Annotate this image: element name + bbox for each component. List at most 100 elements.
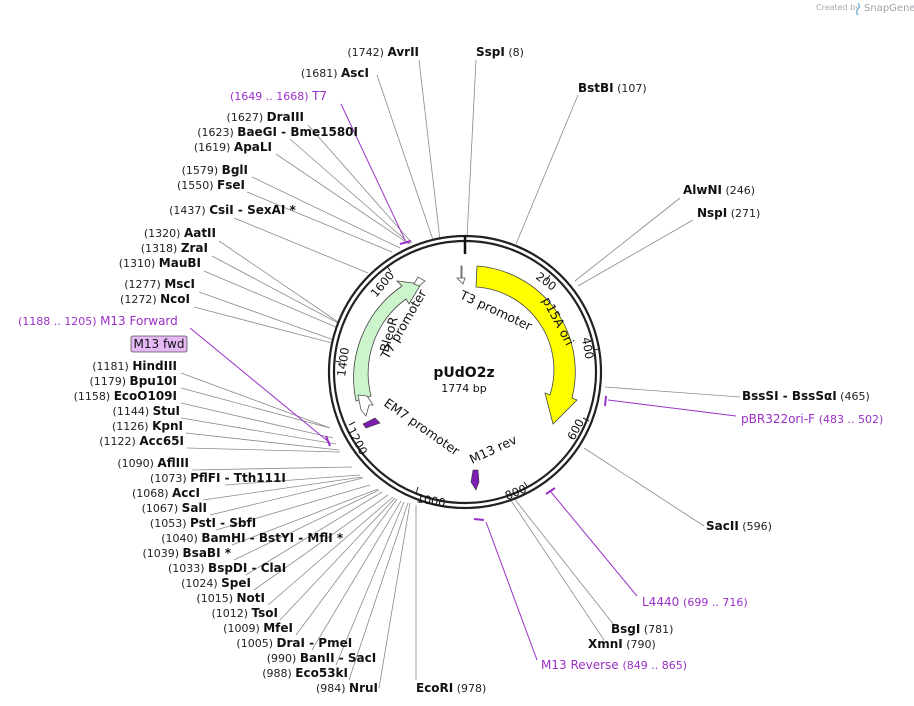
enzyme-site-baegi[interactable]: (1623) BaeGI - Bme1580I: [197, 125, 358, 139]
enzyme-site-stui[interactable]: (1144) StuI: [113, 404, 180, 418]
enzyme-site-nspi[interactable]: NspI (271): [697, 206, 760, 220]
enzyme-site-asci[interactable]: (1681) AscI: [301, 66, 369, 80]
plasmid-center-label: pUdO2z 1774 bp: [433, 365, 494, 395]
enzyme-label: (1126) KpnI: [112, 419, 183, 433]
snapgene-credit: Created by SnapGene: [816, 2, 914, 16]
enzyme-site-draiii[interactable]: (1627) DraIII: [227, 110, 304, 124]
enzyme-site-bsgi[interactable]: BsgI (781): [611, 622, 673, 636]
enzyme-site-apali[interactable]: (1619) ApaLI: [194, 140, 272, 154]
tick-label-1400: 1400: [334, 346, 352, 377]
enzyme-site-psti[interactable]: (1053) PstI - SbfI: [150, 516, 256, 530]
primer-label-m13-forward[interactable]: (1188 .. 1205) M13 Forward: [18, 314, 178, 328]
enzyme-position: (1040): [161, 532, 201, 545]
enzyme-site-afliii[interactable]: (1090) AflIII: [117, 456, 189, 470]
enzyme-name: BstBI: [578, 81, 614, 95]
enzyme-site-bpu10i[interactable]: (1179) Bpu10I: [89, 374, 177, 388]
enzyme-position: (1033): [168, 562, 208, 575]
enzyme-position: (1067): [142, 502, 182, 515]
enzyme-site-sspi[interactable]: SspI (8): [476, 45, 524, 59]
enzyme-site-hindiii[interactable]: (1181) HindIII: [92, 359, 177, 373]
enzyme-site-mfei[interactable]: (1009) MfeI: [223, 621, 293, 635]
enzyme-position: (107): [614, 82, 647, 95]
feature-arrow-m13-fwd[interactable]: [362, 417, 381, 429]
enzyme-site-maubi[interactable]: (1310) MauBI: [119, 256, 201, 270]
enzyme-name: BssSI: [742, 389, 779, 403]
enzyme-site-bspdi[interactable]: (1033) BspDI - ClaI: [168, 561, 286, 575]
enzyme-site-nrui[interactable]: (984) NruI: [316, 681, 378, 695]
feature-arrow-em7-promoter[interactable]: [357, 394, 374, 417]
enzyme-name: DraIII: [267, 110, 304, 124]
enzyme-site-acci[interactable]: (1068) AccI: [132, 486, 200, 500]
feature-label-m13-rev: M13 rev: [467, 431, 520, 466]
primer-mark-pbr322ori-f: [604, 395, 607, 407]
enzyme-label: (1579) BglI: [182, 163, 248, 177]
primer-label-pbr322ori-f[interactable]: pBR322ori-F (483 .. 502): [741, 412, 883, 426]
enzyme-site-aatii[interactable]: (1320) AatII: [144, 226, 216, 240]
enzyme-label: (1623) BaeGI - Bme1580I: [197, 125, 358, 139]
enzyme-label: (1067) SalI: [142, 501, 207, 515]
enzyme-site-ecori[interactable]: EcoRI (978): [416, 681, 486, 695]
feature-arrow-m13-rev[interactable]: [470, 469, 480, 491]
enzyme-site-sacii[interactable]: SacII (596): [706, 519, 772, 533]
enzyme-label: (1181) HindIII: [92, 359, 177, 373]
enzyme-site-tsoi[interactable]: (1012) TsoI: [211, 606, 278, 620]
enzyme-site-noti[interactable]: (1015) NotI: [196, 591, 265, 605]
enzyme-name: NcoI: [160, 292, 190, 306]
enzyme-site-bamhi[interactable]: (1040) BamHI - BstYI - MflI *: [161, 531, 344, 545]
enzyme-label: (1742) AvrII: [347, 45, 419, 59]
primer-label-m13-reverse[interactable]: M13 Reverse (849 .. 865): [541, 658, 687, 672]
enzyme-site-eco53ki[interactable]: (988) Eco53kI: [262, 666, 348, 680]
enzyme-site-ecoo109i[interactable]: (1158) EcoO109I: [74, 389, 177, 403]
snapgene-logo-icon: [855, 2, 861, 16]
enzyme-label: (1437) CsiI - SexAI *: [169, 203, 296, 217]
enzyme-site-ncoi[interactable]: (1272) NcoI: [120, 292, 190, 306]
primer-label-l4440[interactable]: L4440 (699 .. 716): [642, 595, 748, 609]
enzyme-site-pflfi[interactable]: (1073) PflFI - Tth111I: [150, 471, 286, 485]
feature-arrow-t3-promoter[interactable]: [456, 265, 466, 285]
enzyme-position: (1681): [301, 67, 341, 80]
enzyme-site-xmni[interactable]: XmnI (790): [588, 637, 656, 651]
enzyme-site-bgli[interactable]: (1579) BglI: [182, 163, 248, 177]
enzyme-site-bstbi[interactable]: BstBI (107): [578, 81, 647, 95]
enzyme-site-csii[interactable]: (1437) CsiI - SexAI *: [169, 203, 296, 217]
enzyme-label: BssSI - BssSαI (465): [742, 389, 870, 403]
enzyme-position: (1005): [236, 637, 276, 650]
enzyme-label: NspI (271): [697, 206, 760, 220]
enzyme-name: SalI: [182, 501, 207, 515]
enzyme-position: (978): [453, 682, 486, 695]
enzyme-name: NotI: [237, 591, 266, 605]
enzyme-name: MauBI: [159, 256, 201, 270]
feature-arrow-p15a-ori[interactable]: [475, 265, 578, 425]
enzyme-position: (1579): [182, 164, 222, 177]
feature-arrow-t7-promoter[interactable]: [413, 276, 426, 287]
enzyme-label: BsgI (781): [611, 622, 673, 636]
enzyme-site-bsssi[interactable]: BssSI - BssSαI (465): [742, 389, 870, 403]
enzyme-site-sali[interactable]: (1067) SalI: [142, 501, 207, 515]
enzyme-site-bsabi[interactable]: (1039) BsaBI *: [142, 546, 231, 560]
enzyme-site-banii[interactable]: (990) BanII - SacI: [267, 651, 376, 665]
m13-fwd-badge[interactable]: M13 fwd: [130, 335, 188, 353]
enzyme-name: HindIII: [132, 359, 177, 373]
enzyme-site-avrii[interactable]: (1742) AvrII: [347, 45, 419, 59]
enzyme-site-kpni[interactable]: (1126) KpnI: [112, 419, 183, 433]
enzyme-site-acc65i[interactable]: (1122) Acc65I: [99, 434, 184, 448]
enzyme-site-alwni[interactable]: AlwNI (246): [683, 183, 755, 197]
enzyme-label: (1090) AflIII: [117, 456, 189, 470]
enzyme-label: SspI (8): [476, 45, 524, 59]
enzyme-position: (596): [739, 520, 772, 533]
enzyme-site-msci[interactable]: (1277) MscI: [124, 277, 195, 291]
enzyme-position: (1158): [74, 390, 114, 403]
enzyme-site-fsei[interactable]: (1550) FseI: [177, 178, 245, 192]
enzyme-label: EcoRI (978): [416, 681, 486, 695]
enzyme-site-drai[interactable]: (1005) DraI - PmeI: [236, 636, 352, 650]
primer-label-t7[interactable]: (1649 .. 1668) T7: [230, 89, 327, 103]
enzyme-position: (1039): [142, 547, 182, 560]
primer-mark-t7: [399, 240, 412, 245]
enzyme-site-spei[interactable]: (1024) SpeI: [181, 576, 251, 590]
enzyme-name-extra: - Bme1580I: [277, 125, 358, 139]
enzyme-position: (1619): [194, 141, 234, 154]
enzyme-site-zrai[interactable]: (1318) ZraI: [141, 241, 208, 255]
enzyme-position: (1012): [211, 607, 251, 620]
enzyme-label: (1009) MfeI: [223, 621, 293, 635]
enzyme-position: (1181): [92, 360, 132, 373]
